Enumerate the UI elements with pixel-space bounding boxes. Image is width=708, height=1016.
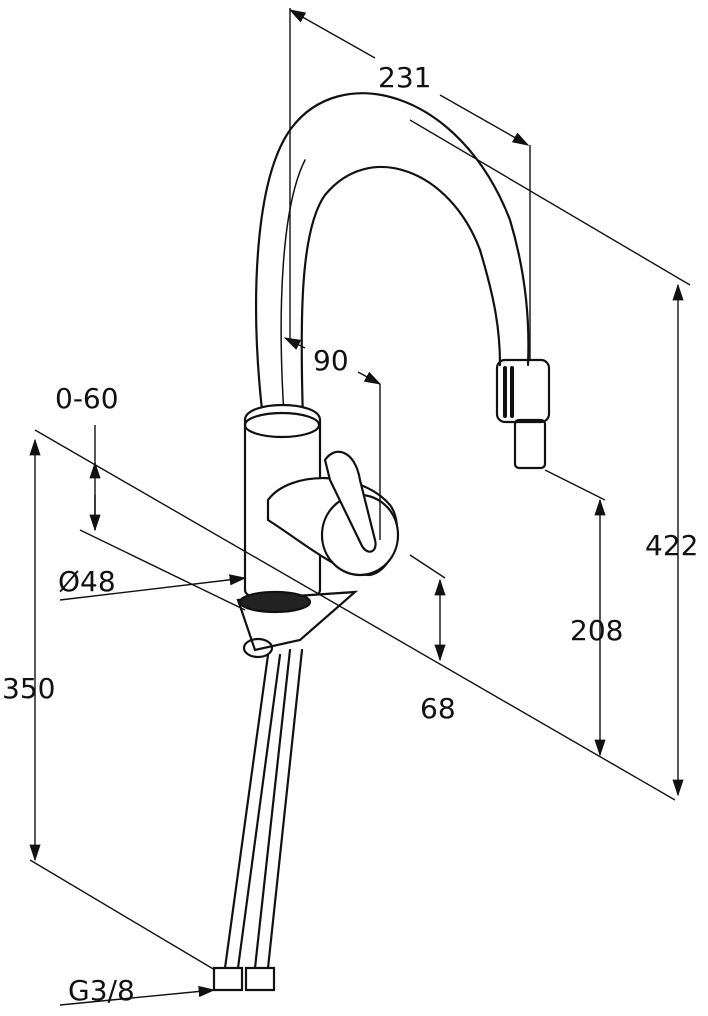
dim-deck-thickness: 0-60 bbox=[55, 382, 119, 415]
dim-spout-clearance: 208 bbox=[570, 614, 624, 647]
spout-inner bbox=[300, 166, 502, 422]
spout-outer bbox=[255, 92, 530, 412]
dim-spout-reach: 231 bbox=[378, 61, 432, 94]
hose-left bbox=[223, 653, 282, 970]
hose-nut-right bbox=[244, 966, 276, 992]
dim-hose-length: 350 bbox=[2, 672, 56, 705]
spout-tip bbox=[513, 418, 547, 470]
hose-right bbox=[253, 648, 304, 970]
dim-handle-height: 68 bbox=[420, 692, 456, 725]
dim-handle-offset: 90 bbox=[313, 344, 349, 377]
dim-base-diameter: Ø48 bbox=[58, 565, 116, 598]
dim-connection-thread: G3/8 bbox=[68, 974, 135, 1007]
hose-nut-left bbox=[212, 966, 244, 992]
dim-total-height: 422 bbox=[645, 529, 699, 562]
spout-nozzle bbox=[495, 358, 551, 424]
handle-lever bbox=[323, 450, 377, 553]
